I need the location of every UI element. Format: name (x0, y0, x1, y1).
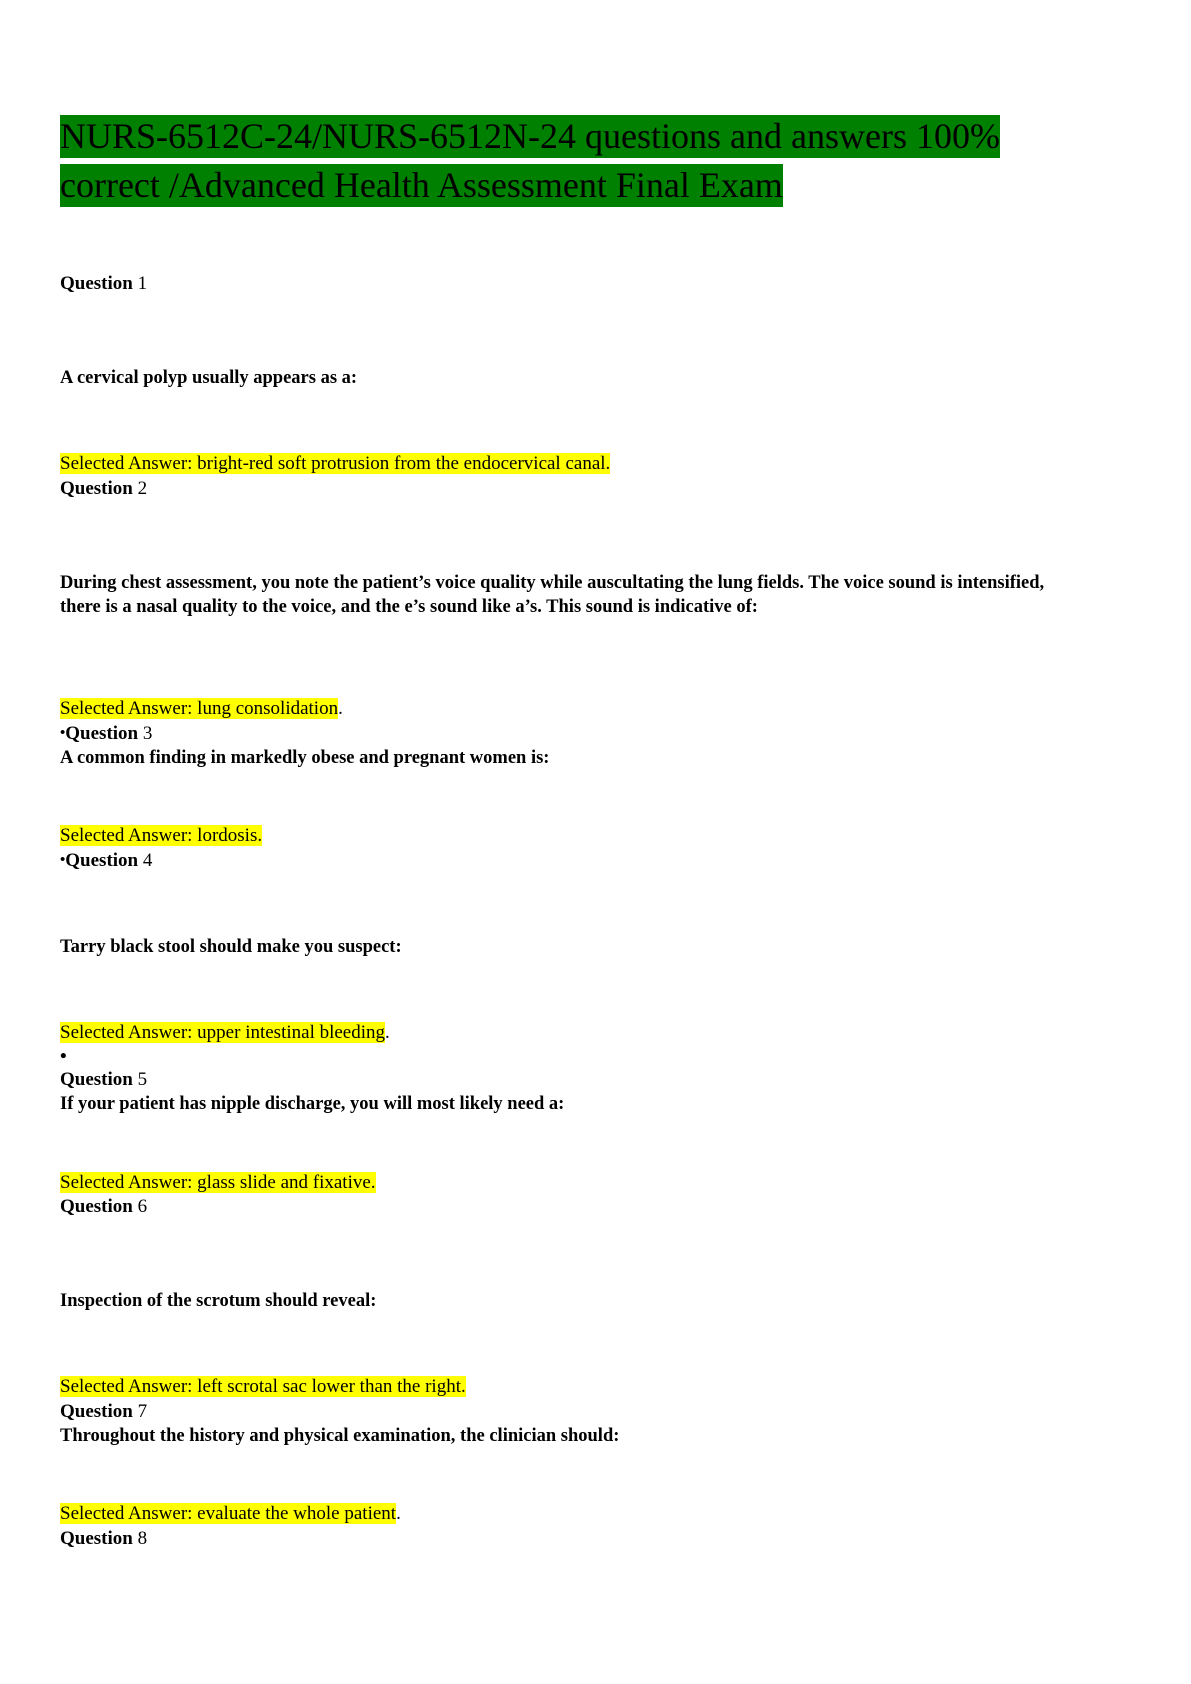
question-heading-6: Question 6 (60, 1195, 1072, 1219)
selected-answer-5: Selected Answer: glass slide and fixativ… (60, 1171, 1072, 1196)
selected-answer-text-3: Selected Answer: lordosis. (60, 825, 263, 847)
selected-answer-text-4: Selected Answer: upper intestinal bleedi… (60, 1022, 386, 1043)
spacer (60, 1219, 1072, 1289)
selected-answer-3: Selected Answer: lordosis. (60, 824, 1072, 849)
spacer (60, 390, 1072, 452)
question-heading-label-1: Question (60, 272, 133, 294)
question-body-4: Tarry black stool should make you suspec… (60, 936, 402, 957)
question-heading-number-7: 7 (137, 1401, 148, 1423)
bullet-icon: • (60, 851, 66, 868)
question-block-2: Question 2 During chest assessment, you … (60, 477, 1072, 722)
question-heading-5: Question 5 (60, 1068, 1072, 1092)
question-heading-label-8: Question (60, 1528, 133, 1550)
spacer (60, 296, 1072, 366)
question-body-1: A cervical polyp usually appears as a: (60, 367, 358, 388)
question-heading-number-2: 2 (137, 477, 148, 499)
selected-answer-1: Selected Answer: bright-red soft protrus… (60, 452, 1072, 477)
spacer (60, 1313, 1072, 1375)
selected-answer-text-6: Selected Answer: left scrotal sac lower … (60, 1376, 466, 1398)
question-block-7: Question 7 Throughout the history and ph… (60, 1400, 1072, 1527)
page-title: NURS-6512C-24/NURS-6512N-24 questions an… (60, 112, 1072, 210)
spacer (60, 1117, 1072, 1171)
document-content: NURS-6512C-24/NURS-6512N-24 questions an… (60, 112, 1072, 1551)
question-heading-8: Question 8 (60, 1527, 1072, 1551)
selected-answer-tail-2: . (338, 698, 343, 720)
bullet-icon: • (60, 725, 66, 741)
question-heading-label-4: Question (65, 849, 139, 871)
question-heading-3: •Question 3 (60, 722, 1072, 746)
question-heading-label-2: Question (60, 477, 133, 499)
question-heading-label-6: Question (60, 1196, 133, 1218)
question-block-5: Question 5 If your patient has nipple di… (60, 1068, 1072, 1195)
selected-answer-text-2: Selected Answer: lung consolidation (60, 698, 339, 720)
question-heading-label-5: Question (60, 1069, 133, 1091)
question-heading-number-1: 1 (137, 272, 148, 294)
question-heading-1: Question 1 (60, 272, 1072, 296)
selected-answer-4: Selected Answer: upper intestinal bleedi… (60, 1021, 1072, 1046)
question-heading-label-7: Question (60, 1401, 133, 1423)
question-heading-4: •Question 4 (60, 849, 1072, 873)
selected-answer-text-1: Selected Answer: bright-red soft protrus… (60, 453, 611, 475)
question-block-6: Question 6 Inspection of the scrotum sho… (60, 1195, 1072, 1400)
spacer (60, 501, 1072, 571)
page-title-line-1: NURS-6512C-24/NURS-6512N-24 questions an… (60, 115, 1000, 158)
question-body-2: During chest assessment, you note the pa… (60, 572, 1045, 617)
question-body-3: A common finding in markedly obese and p… (60, 747, 550, 768)
spacer (60, 1448, 1072, 1502)
selected-answer-tail-7: . (396, 1503, 401, 1525)
question-body-6: Inspection of the scrotum should reveal: (60, 1291, 377, 1312)
selected-answer-7: Selected Answer: evaluate the whole pati… (60, 1502, 1072, 1527)
question-body-7: Throughout the history and physical exam… (60, 1425, 620, 1446)
question-body-5: If your patient has nipple discharge, yo… (60, 1094, 565, 1115)
spacer (60, 210, 1072, 272)
question-block-1: Question 1 A cervical polyp usually appe… (60, 272, 1072, 477)
question-block-4: •Question 4 Tarry black stool should mak… (60, 849, 1072, 1069)
question-heading-7: Question 7 (60, 1400, 1072, 1424)
selected-answer-2: Selected Answer: lung consolidation. (60, 697, 1072, 722)
standalone-bullet-icon: • (60, 1045, 67, 1067)
question-block-3: •Question 3 A common finding in markedly… (60, 722, 1072, 849)
question-heading-number-8: 8 (137, 1528, 148, 1550)
question-block-8: Question 8 (60, 1527, 1072, 1551)
selected-answer-text-7: Selected Answer: evaluate the whole pati… (60, 1503, 397, 1525)
question-heading-number-3: 3 (142, 723, 153, 744)
page-title-line-2: correct /Advanced Health Assessment Fina… (60, 163, 783, 207)
spacer (60, 873, 1072, 935)
selected-answer-tail-4: . (385, 1022, 390, 1043)
question-heading-number-6: 6 (137, 1196, 148, 1218)
selected-answer-text-5: Selected Answer: glass slide and fixativ… (60, 1171, 376, 1193)
spacer (60, 619, 1072, 697)
question-heading-number-5: 5 (137, 1069, 148, 1091)
question-heading-label-3: Question (65, 723, 139, 744)
spacer (60, 959, 1072, 1021)
question-heading-2: Question 2 (60, 477, 1072, 501)
question-heading-number-4: 4 (142, 849, 153, 871)
selected-answer-6: Selected Answer: left scrotal sac lower … (60, 1375, 1072, 1400)
spacer (60, 770, 1072, 824)
